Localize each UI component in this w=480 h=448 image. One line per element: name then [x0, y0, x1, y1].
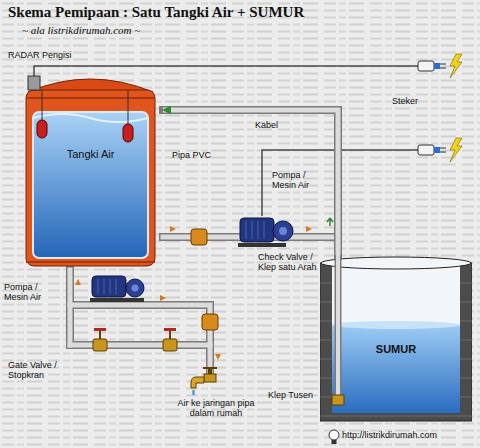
part-label: Pompa / Mesin Air [272, 170, 326, 191]
gate-valve [93, 328, 107, 351]
diagram-title: Skema Pemipaan : Satu Tangki Air + SUMUR [8, 4, 304, 21]
part-label: Kabel [255, 120, 295, 130]
pipe-outline [163, 110, 338, 255]
gate-valve [163, 328, 177, 351]
bulb-icon [329, 430, 339, 444]
part-label: Klep Tusen [268, 390, 316, 400]
faucet [191, 367, 217, 395]
text-holder: Tangki Air [18, 70, 163, 160]
diagram-caption: ~ ala listrikdirumah.com ~ [22, 24, 140, 37]
part-label: RADAR Pengisi [8, 50, 88, 60]
text-holder: SUMUR [320, 255, 472, 355]
water-pump [238, 218, 293, 247]
check-valve [191, 229, 207, 245]
water-tank-shape [18, 70, 163, 270]
part-label: Pipa PVC [172, 150, 222, 160]
pipe-group [163, 110, 338, 255]
plug [418, 145, 446, 155]
well-shape [320, 255, 472, 425]
part-label: Air ke jaringan pipa dalam rumah [168, 398, 264, 419]
flow-arrow [327, 218, 333, 226]
water-tank: Tangki Air [18, 70, 163, 270]
cable [34, 66, 420, 78]
part-label: http://listrikdirumah.com [342, 430, 476, 440]
check-valve [202, 314, 218, 330]
part-label: Steker [392, 96, 436, 106]
node-label: SUMUR [320, 343, 472, 355]
part-label: Gate Valve / Stopkran [8, 360, 80, 381]
power-symbol [450, 138, 462, 162]
node-label: Tangki Air [18, 148, 163, 160]
water-pump [90, 276, 144, 302]
part-label: Check Valve / Klep satu Arah [258, 252, 328, 273]
plug [418, 61, 446, 71]
part-label: Pompa / Mesin Air [4, 282, 62, 303]
power-symbol [450, 54, 462, 78]
pvc-pipe [163, 110, 338, 255]
well: SUMUR [320, 255, 472, 425]
